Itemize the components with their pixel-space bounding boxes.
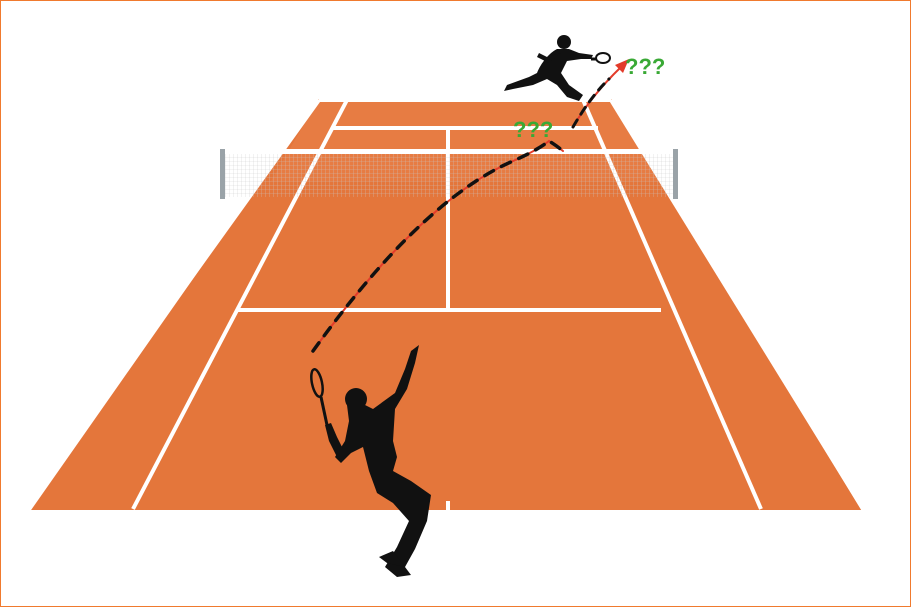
net-band [223,149,675,154]
tennis-net [220,149,678,199]
net-post-right [673,149,678,199]
receiver-silhouette-icon [504,35,610,101]
net-mesh [223,151,675,197]
receiver-question-label: ??? [625,54,665,79]
bounce-question-label: ??? [513,117,553,142]
net-post-left [220,149,225,199]
